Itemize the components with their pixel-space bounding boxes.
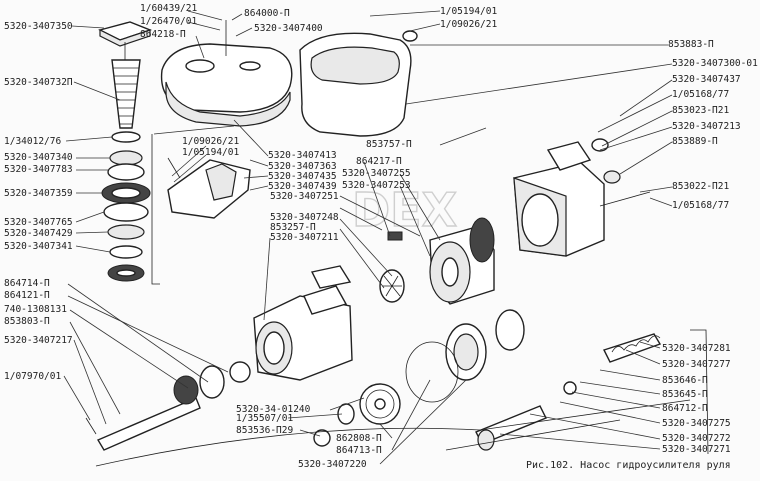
part-label-17: 1/05168/77 [672, 200, 729, 211]
frame-lines [95, 134, 709, 467]
part-label-33: 5320-3407248 [270, 212, 339, 223]
gear-part [313, 383, 401, 447]
part-label-44: 5320-3407217 [4, 335, 73, 346]
part-label-10: 5320-3407300-01 [672, 58, 758, 69]
part-label-24: 5320-3407429 [4, 228, 73, 239]
drive-shaft-part [85, 361, 251, 451]
part-label-34: 853257-П [270, 222, 316, 233]
reservoir-lid-part [160, 20, 293, 127]
part-label-12: 1/05168/77 [672, 89, 729, 100]
part-label-28: 5320-3407413 [268, 150, 337, 161]
part-label-42: 740-1308131 [4, 304, 67, 315]
part-label-43: 853803-П [4, 316, 50, 327]
part-label-55: 853645-П [662, 389, 708, 400]
part-label-35: 5320-3407211 [270, 232, 339, 243]
part-label-22: 5320-3407359 [4, 188, 73, 199]
pump-housing-part [513, 141, 651, 257]
part-label-30: 5320-3407435 [268, 171, 337, 182]
part-label-16: 853022-П21 [672, 181, 729, 192]
washer-stack-part [101, 131, 151, 282]
part-label-03: 1/26470/01 [140, 16, 197, 27]
part-label-57: 5320-3407275 [662, 418, 731, 429]
part-label-45: 1/07970/01 [4, 371, 61, 382]
part-label-11: 5320-3407437 [672, 74, 741, 85]
part-label-21: 5320-3407783 [4, 164, 73, 175]
leader-lines [63, 10, 673, 465]
part-label-08: 1/09026/21 [440, 19, 497, 30]
bracket-part [167, 157, 251, 219]
part-label-36: 853757-П [366, 139, 412, 150]
filter-cap-part [98, 21, 153, 60]
part-label-41: 864121-П [4, 290, 50, 301]
part-label-51: 5320-3407220 [298, 459, 367, 470]
part-label-56: 864712-П [662, 403, 708, 414]
part-label-20: 5320-3407340 [4, 152, 73, 163]
part-label-29: 5320-3407363 [268, 161, 337, 172]
part-label-37: 864217-П [356, 156, 402, 167]
part-label-09: 853883-П [668, 39, 714, 50]
part-label-23: 5320-3407765 [4, 217, 73, 228]
part-label-52: 5320-3407281 [662, 343, 731, 354]
part-label-02: 1/60439/21 [140, 3, 197, 14]
part-label-32: 5320-3407251 [270, 191, 339, 202]
part-label-05: 864000-П [244, 8, 290, 19]
bearing-part [405, 309, 525, 403]
part-label-19: 1/34012/76 [4, 136, 61, 147]
part-number-labels: 5320-3407350 1/60439/21 1/26470/01 86421… [4, 3, 758, 470]
part-label-26: 1/09026/21 [182, 136, 239, 147]
front-cover-part [253, 265, 353, 381]
part-label-25: 5320-3407341 [4, 241, 73, 252]
part-label-59: 5320-3407271 [662, 444, 731, 455]
part-label-58: 5320-3407272 [662, 433, 731, 444]
part-label-07: 1/05194/01 [440, 6, 497, 17]
part-label-31: 5320-3407439 [268, 181, 337, 192]
fitting-parts [591, 138, 621, 184]
part-label-49: 862808-П [336, 433, 382, 444]
part-label-15: 853889-П [672, 136, 718, 147]
part-label-47: 1/35507/01 [236, 413, 293, 424]
part-label-01: 5320-3407350 [4, 21, 73, 32]
rotor-stator-part [379, 217, 495, 305]
part-label-54: 853646-П [662, 375, 708, 386]
reservoir-part [299, 30, 418, 137]
part-label-04: 864218-П [140, 29, 186, 40]
part-label-48: 853536-П29 [236, 425, 293, 436]
filter-spring-part [111, 59, 141, 129]
valve-parts [475, 333, 662, 451]
part-label-46: 5320-34-01240 [236, 404, 311, 415]
part-label-13: 853023-П21 [672, 105, 729, 116]
part-label-40: 864714-П [4, 278, 50, 289]
part-label-39: 5320-3407253 [342, 180, 411, 191]
part-label-14: 5320-3407213 [672, 121, 741, 132]
part-label-50: 864713-П [336, 445, 382, 456]
part-label-38: 5320-3407255 [342, 168, 411, 179]
part-label-18: 5320-340732П [4, 77, 73, 88]
part-label-27: 1/05194/01 [182, 147, 239, 158]
part-label-53: 5320-3407277 [662, 359, 731, 370]
figure-caption: Рис.102. Насос гидроусилителя руля [526, 460, 731, 471]
part-label-06: 5320-3407400 [254, 23, 323, 34]
